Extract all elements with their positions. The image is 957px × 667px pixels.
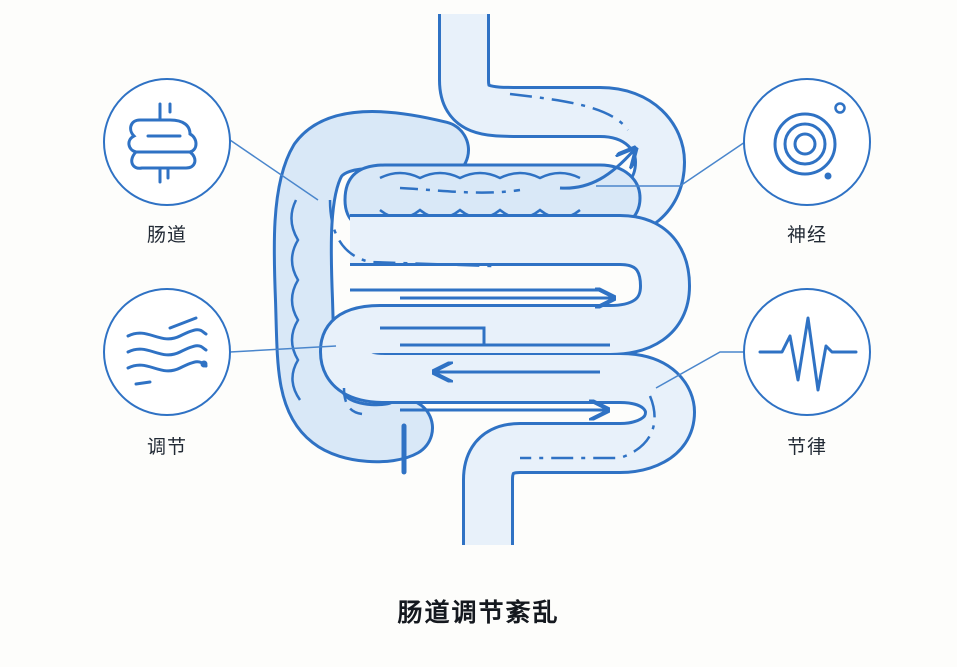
connector-regulation (229, 345, 337, 353)
label-regulation: 调节 (146, 436, 187, 458)
concentric-rings-icon (743, 78, 871, 206)
connector-nerve (596, 141, 746, 187)
label-nerve: 神经 (786, 224, 827, 246)
left-colon-haustra (290, 199, 302, 401)
dash-line-3 (328, 199, 493, 268)
label-rhythm: 节律 (786, 436, 827, 458)
connector-rhythm (655, 351, 745, 389)
label-intestine: 肠道 (146, 224, 187, 246)
waveform-icon (743, 288, 871, 416)
dash-line-4 (342, 387, 363, 416)
flow-arrow-upper (559, 150, 634, 190)
small-intestine-loops-fill (322, 217, 693, 545)
dash-line-2 (399, 186, 521, 194)
flow-arrow-reverse (380, 326, 486, 345)
connector-lines (229, 139, 746, 389)
haustra-top (379, 171, 581, 180)
intestine-illustration (272, 14, 696, 545)
dash-line-1 (509, 92, 630, 131)
flow-waves-icon (103, 288, 231, 416)
diagram-title: 肠道调节紊乱 (397, 598, 560, 627)
dash-line-5 (520, 395, 656, 460)
connector-intestine (229, 139, 319, 201)
colon-outer-fill (275, 113, 467, 461)
intestine-icon (103, 78, 231, 206)
